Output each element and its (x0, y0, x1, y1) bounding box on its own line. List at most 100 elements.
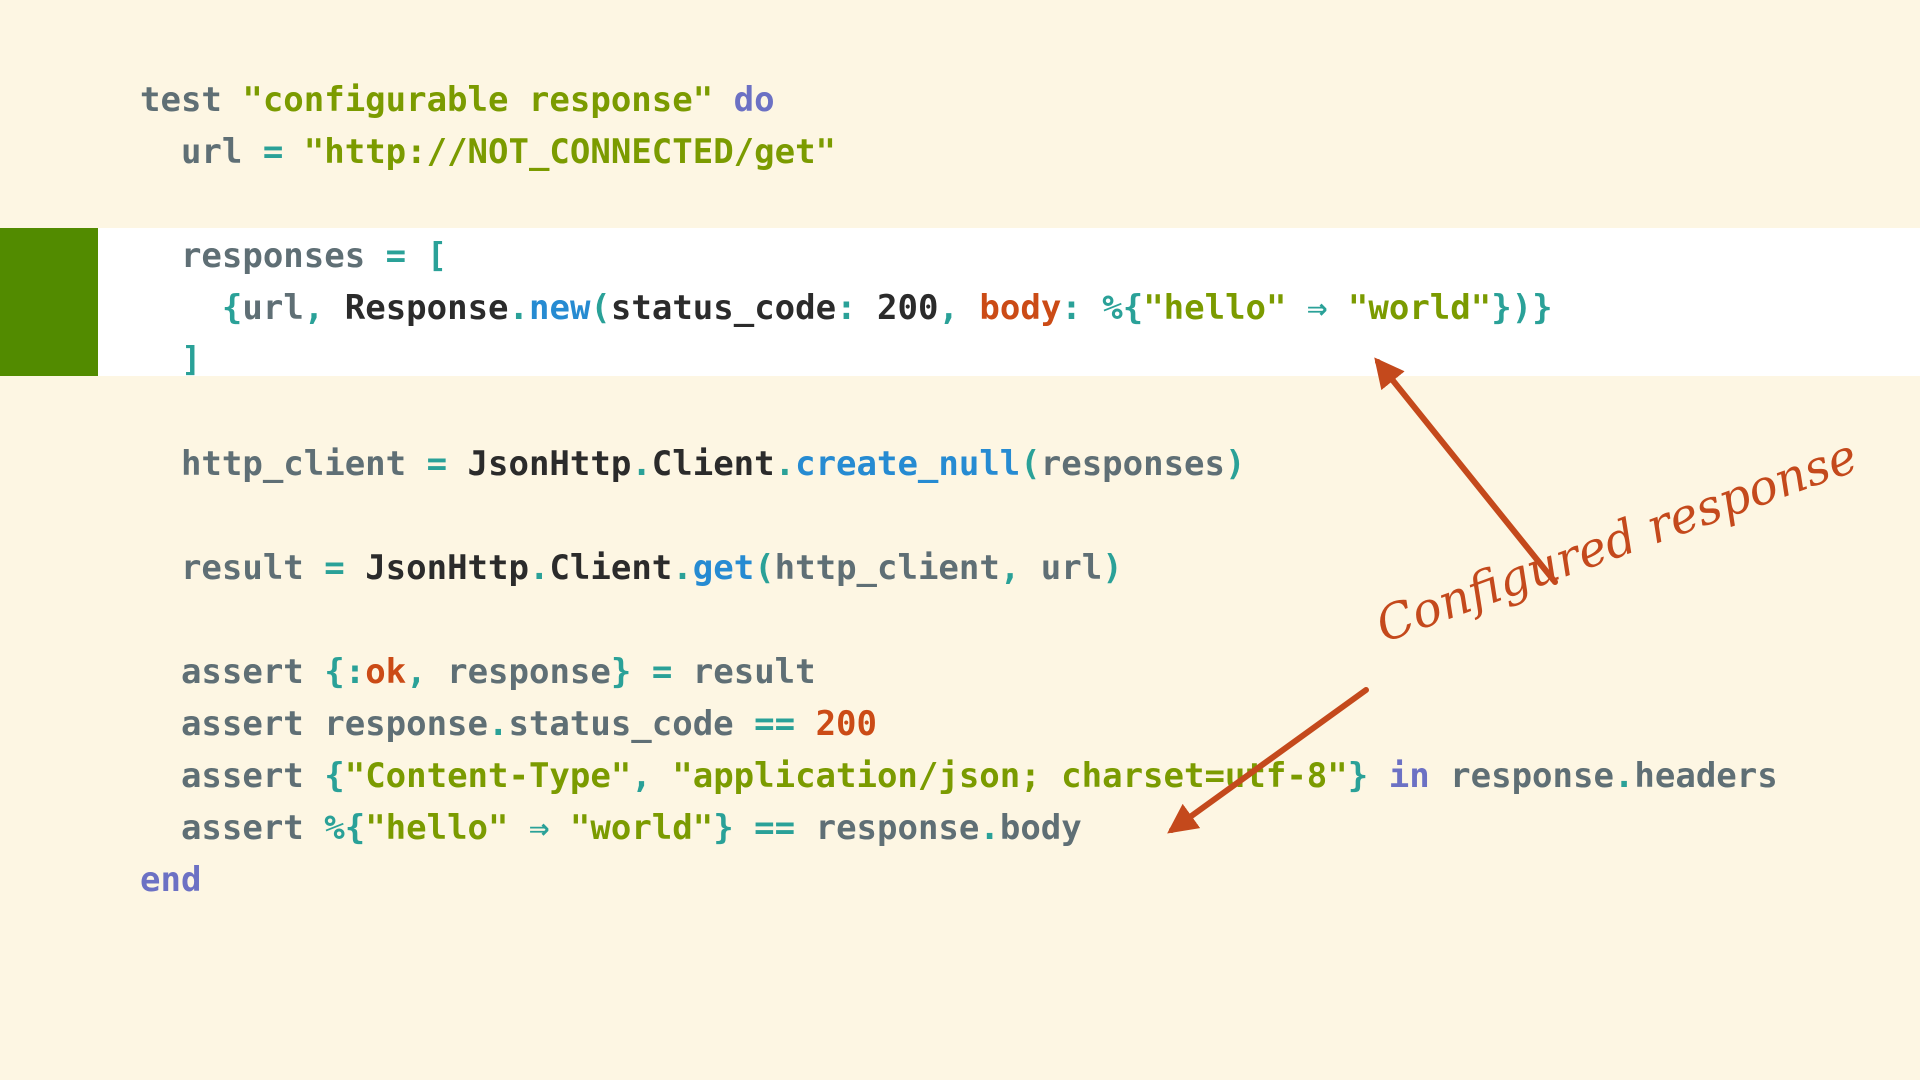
code-token: = [ (385, 236, 448, 276)
code-token: . (508, 288, 529, 328)
code-token: http_client (140, 444, 427, 484)
code-token: "world" (1347, 288, 1492, 328)
code-token: result (672, 652, 816, 692)
code-token: assert response (140, 704, 488, 744)
code-token: { (324, 756, 345, 796)
code-token: new (529, 288, 591, 328)
code-token: ⇒ (1286, 288, 1348, 328)
gutter-highlight-marker (0, 228, 98, 376)
code-token: do (733, 80, 775, 120)
code-token: , (406, 652, 448, 692)
code-token: url (242, 288, 304, 328)
code-token: responses (1040, 444, 1225, 484)
code-token: 200 (815, 704, 877, 744)
arrow-to-response-body (1167, 687, 1369, 834)
code-line: assert %{"hello" ⇒ "world"} == response.… (140, 802, 1778, 854)
code-line: assert {:ok, response} = result (140, 646, 1778, 698)
code-token: %{ (324, 808, 366, 848)
code-token: ⇒ (508, 808, 570, 848)
code-token: = (651, 652, 673, 692)
code-line: responses = [ (140, 230, 1778, 282)
code-token: == (754, 808, 796, 848)
code-token: , (938, 288, 980, 328)
code-token: status_code (508, 704, 755, 744)
code-token: = (324, 548, 345, 588)
code-token: : (836, 288, 878, 328)
code-token: . (1613, 756, 1635, 796)
code-token: } (610, 652, 632, 692)
code-token: { (221, 288, 243, 328)
code-token: create_null (795, 444, 1021, 484)
code-token: url (140, 132, 263, 172)
code-token: response (795, 808, 980, 848)
arrow-to-configured-body (1374, 357, 1558, 585)
code-token: } (1347, 756, 1369, 796)
code-token: : %{ (1061, 288, 1144, 328)
code-token: "world" (569, 808, 714, 848)
code-token: get (692, 548, 755, 588)
code-token: , (631, 756, 673, 796)
code-token: ( (754, 548, 775, 588)
code-token: , (303, 288, 345, 328)
code-token: {: (324, 652, 366, 692)
code-token: assert (140, 756, 325, 796)
code-token: "Content-Type" (344, 756, 632, 796)
code-token: ( (590, 288, 611, 328)
code-token: Response (344, 288, 509, 328)
code-token: , (999, 548, 1041, 588)
code-token: JsonHttp (467, 444, 632, 484)
code-token: responses (140, 236, 386, 276)
code-token: url (1040, 548, 1103, 588)
code-line: url = "http://NOT_CONNECTED/get" (140, 126, 1778, 178)
code-token: . (672, 548, 693, 588)
code-line: end (140, 854, 1778, 906)
code-token: headers (1634, 756, 1778, 796)
code-token: 200 (877, 288, 939, 328)
code-token: Client (549, 548, 673, 588)
code-token: Client (651, 444, 775, 484)
code-token: })} (1491, 288, 1553, 328)
code-token: ] (140, 340, 202, 380)
code-token: . (774, 444, 796, 484)
code-token: = (262, 132, 284, 172)
code-line: http_client = JsonHttp.Client.create_nul… (140, 438, 1778, 490)
code-token: in (1388, 756, 1430, 796)
code-token: response (1429, 756, 1614, 796)
code-token: assert (140, 652, 325, 692)
code-line: {url, Response.new(status_code: 200, bod… (140, 282, 1778, 334)
code-line: test "configurable response" do (140, 74, 1778, 126)
code-token: assert (140, 808, 325, 848)
code-token: "application/json; charset=utf-8" (672, 756, 1348, 796)
code-token: = (426, 444, 448, 484)
code-line: assert {"Content-Type", "application/jso… (140, 750, 1778, 802)
code-token: "configurable response" (242, 80, 714, 120)
highlighted-code-region (0, 228, 1920, 376)
code-token: . (979, 808, 1000, 848)
code-block: test "configurable response" do url = "h… (140, 74, 1778, 906)
code-token: . (631, 444, 652, 484)
code-token: == (754, 704, 796, 744)
code-token: response (447, 652, 611, 692)
code-token: "hello" (365, 808, 509, 848)
code-token: body (979, 288, 1062, 328)
code-token: "http://NOT_CONNECTED/get" (303, 132, 837, 172)
code-line: result = JsonHttp.Client.get(http_client… (140, 542, 1778, 594)
code-token: } (713, 808, 734, 848)
code-line: ] (140, 334, 1778, 386)
code-token: ) (1225, 444, 1246, 484)
code-token: end (140, 860, 202, 900)
code-token: . (528, 548, 550, 588)
code-token: status_code (610, 288, 837, 328)
code-token: "hello" (1143, 288, 1287, 328)
code-token: result (140, 548, 325, 588)
code-token: ok (365, 652, 407, 692)
code-token: . (488, 704, 509, 744)
code-line: assert response.status_code == 200 (140, 698, 1778, 750)
code-token: ) (1102, 548, 1123, 588)
code-token: test (140, 80, 243, 120)
code-token: http_client (774, 548, 1000, 588)
code-token: ( (1020, 444, 1041, 484)
code-token: body (999, 808, 1082, 848)
code-token: JsonHttp (365, 548, 529, 588)
